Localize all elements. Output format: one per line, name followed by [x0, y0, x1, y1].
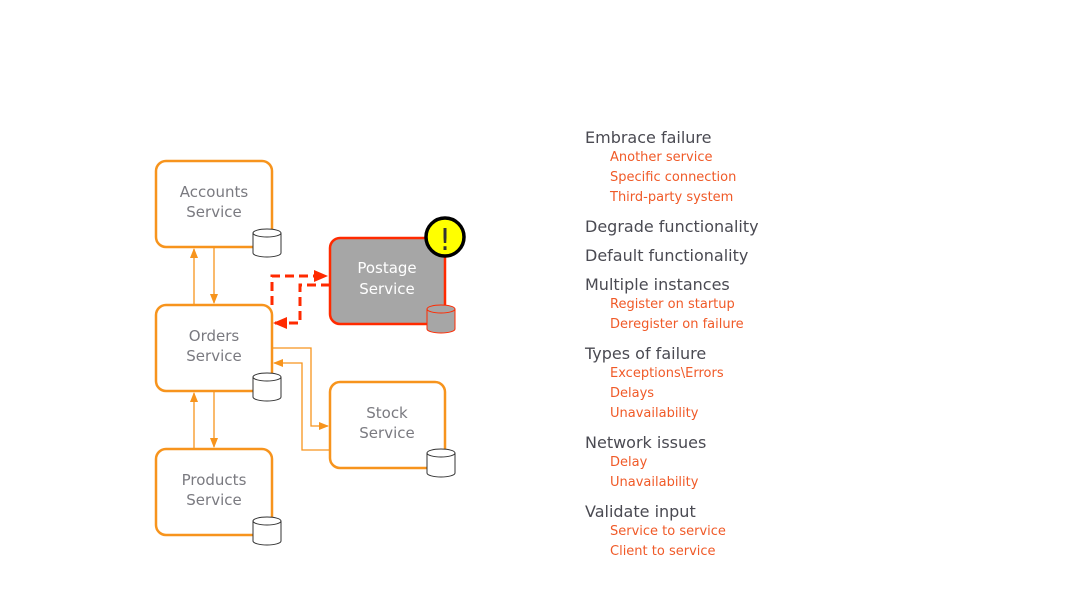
service-label-line2: Service [359, 280, 414, 298]
outline-group-validate-input: Validate input Service to service Client… [585, 502, 759, 562]
outline-subitem: Third-party system [610, 190, 734, 205]
service-box-accounts: Accounts Service [154, 159, 282, 258]
outline-group-default-functionality: Default functionality [585, 246, 759, 266]
outline-heading: Multiple instances [585, 275, 730, 294]
database-icon [426, 448, 456, 478]
architecture-diagram: Accounts Service Orders Service Products… [154, 159, 466, 546]
topic-outline: Embrace failure Another service Specific… [585, 128, 759, 571]
service-label-line2: Service [359, 424, 414, 442]
service-label-line1: Products [182, 471, 247, 489]
connector-orders-to-postage [270, 270, 328, 305]
outline-subitem: Service to service [610, 524, 726, 539]
outline-heading: Validate input [585, 502, 696, 521]
database-icon [426, 304, 456, 334]
service-box-orders: Orders Service [154, 303, 282, 402]
outline-group-network-issues: Network issues Delay Unavailability [585, 433, 759, 493]
database-icon [252, 372, 282, 402]
outline-subitem: Exceptions\Errors [610, 366, 724, 381]
outline-subitem: Specific connection [610, 170, 737, 185]
connector-stock-to-orders [273, 359, 330, 451]
service-box-stock: Stock Service [328, 380, 456, 478]
warning-icon: ! [424, 216, 466, 258]
outline-heading: Default functionality [585, 246, 749, 265]
connector-postage-to-orders [273, 283, 330, 329]
outline-subitem: Deregister on failure [610, 317, 744, 332]
outline-heading: Embrace failure [585, 128, 712, 147]
service-label-line2: Service [186, 347, 241, 365]
service-label-line1: Orders [189, 327, 240, 345]
outline-subitem: Delays [610, 386, 655, 401]
service-label-line1: Accounts [180, 183, 249, 201]
outline-group-degrade-functionality: Degrade functionality [585, 217, 759, 237]
outline-subitem: Unavailability [610, 406, 699, 421]
outline-subitem: Unavailability [610, 475, 699, 490]
outline-subitem: Delay [610, 455, 648, 470]
outline-group-multiple-instances: Multiple instances Register on startup D… [585, 275, 759, 335]
service-label-line1: Stock [366, 404, 408, 422]
outline-heading: Degrade functionality [585, 217, 759, 236]
outline-heading: Network issues [585, 433, 707, 452]
svg-text:!: ! [439, 223, 451, 258]
outline-subitem: Register on startup [610, 297, 735, 312]
outline-group-embrace-failure: Embrace failure Another service Specific… [585, 128, 759, 208]
service-box-products: Products Service [154, 447, 282, 546]
service-box-postage: Postage Service ! [328, 216, 466, 334]
service-label-line2: Service [186, 203, 241, 221]
database-icon [252, 516, 282, 546]
outline-subitem: Another service [610, 150, 713, 165]
outline-subitem: Client to service [610, 544, 716, 559]
database-icon [252, 228, 282, 258]
service-label-line2: Service [186, 491, 241, 509]
service-label-line1: Postage [357, 259, 416, 277]
outline-group-types-of-failure: Types of failure Exceptions\Errors Delay… [585, 344, 759, 424]
outline-heading: Types of failure [585, 344, 707, 363]
connector-orders-to-stock [272, 347, 329, 430]
